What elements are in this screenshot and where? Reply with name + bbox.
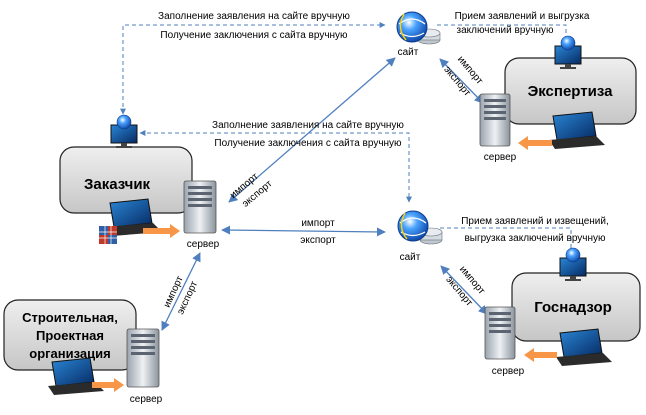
gosnadzor-server-caption: сервер <box>492 366 525 377</box>
ekspertiza-web-monitor-icon <box>554 35 582 69</box>
zakazchik-web-monitor-icon <box>110 114 138 148</box>
stroitelnaya-server-icon <box>126 328 160 388</box>
top-fill-label: Заполнение заявления на сайте вручную <box>158 11 350 22</box>
ekspertiza-orange-arrow <box>518 136 552 150</box>
gosnadzor-server-icon <box>484 306 516 360</box>
zakazchik-server-icon <box>183 180 217 234</box>
stroitelnaya-title-line2: Проектная <box>36 328 104 343</box>
site-mid-caption: сайт <box>400 252 421 263</box>
site-top-icon <box>396 11 441 45</box>
zakazchik-app-icon <box>99 226 117 244</box>
gosnadzor-laptop-icon <box>556 328 612 366</box>
gos-receive-line2: выгрузка заключений вручную <box>464 233 606 244</box>
ekspertiza-server-icon <box>479 93 511 147</box>
zakazchik-title: Заказчик <box>84 176 151 193</box>
export-label-mid: экспорт <box>300 235 336 246</box>
ekspertiza-server-caption: сервер <box>484 152 517 163</box>
site-mid-icon <box>397 210 443 245</box>
exp-receive-line1: Прием заявлений и выгрузка <box>455 11 590 22</box>
solid-connectors <box>161 57 488 331</box>
gos-receive-line1: Прием заявлений и извещений, <box>461 216 609 227</box>
ekspertiza-laptop-icon <box>549 111 605 149</box>
stroitelnaya-server-caption: сервер <box>130 394 163 405</box>
mid-get-label: Получение заключения с сайта вручную <box>214 138 402 149</box>
gosnadzor-title: Госнадзор <box>534 299 612 316</box>
exp-receive-line2: заключений вручную <box>457 25 554 36</box>
stroitelnaya-title-line3: организация <box>29 346 110 361</box>
gosnadzor-orange-arrow <box>524 348 557 362</box>
gosnadzor-web-monitor-icon <box>559 247 587 281</box>
import-label-mid: импорт <box>301 218 335 229</box>
stroitelnaya-title-line1: Строительная, <box>22 310 118 325</box>
ekspertiza-box: Экспертиза <box>504 57 637 125</box>
top-get-label: Получение заключения с сайта вручную <box>160 30 348 41</box>
mid-fill-label: Заполнение заявления на сайте вручную <box>212 120 404 131</box>
gosnadzor-box: Госнадзор <box>511 272 641 342</box>
stroitelnaya-laptop-icon <box>48 357 104 395</box>
zakazchik-orange-arrow <box>143 224 180 238</box>
flow-labels: Заполнение заявления на сайте вручную По… <box>158 11 609 316</box>
site-top-caption: сайт <box>398 47 419 58</box>
ekspertiza-title: Экспертиза <box>528 83 614 100</box>
stroitelnaya-box: Строительная, Проектная организация <box>3 299 137 371</box>
zakazchik-server-caption: сервер <box>187 239 220 250</box>
stroitelnaya-orange-arrow <box>92 378 124 392</box>
